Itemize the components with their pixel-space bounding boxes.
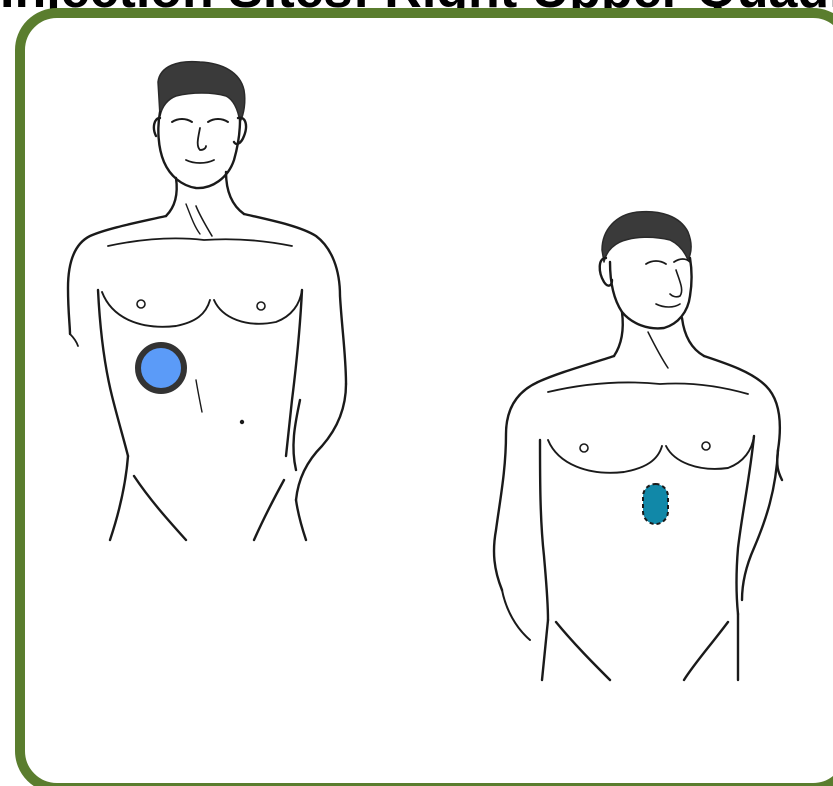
front-view-torso (68, 62, 346, 540)
teal-oval-marker (643, 484, 668, 524)
angled-view-torso (494, 212, 782, 680)
blue-circle-marker (138, 345, 184, 391)
